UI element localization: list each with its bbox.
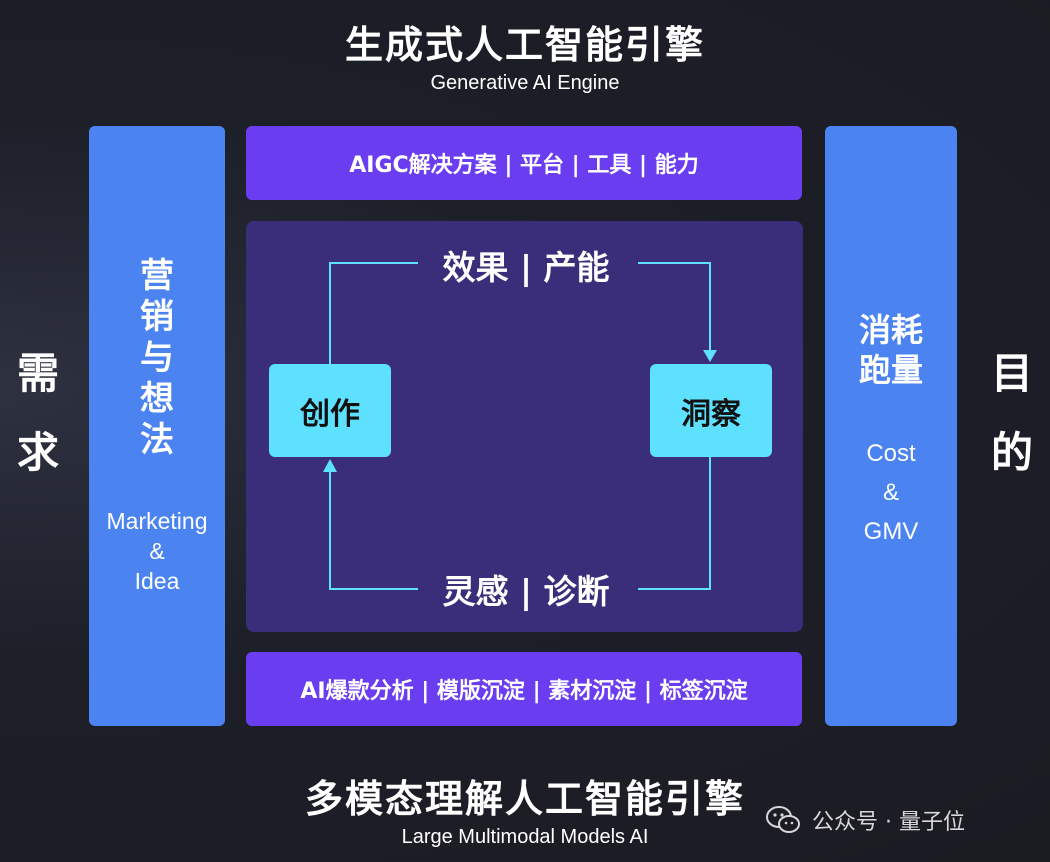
purpose-label: 目 的 [982, 340, 1042, 480]
insight-node: 洞察 [650, 364, 772, 457]
pillar-en-line: GMV [863, 518, 919, 545]
create-node: 创作 [269, 364, 391, 457]
engine-title: 生成式人工智能引擎 [344, 23, 705, 67]
pillar-char: 法 [140, 420, 174, 460]
watermark-text: 公众号 · 量子位 [812, 810, 965, 835]
aigc-solutions-band: AIGC解决方案 | 平台 | 工具 | 能力 [246, 126, 802, 200]
cost-gmv-pillar: 消耗 跑量 Cost & GMV [825, 126, 957, 726]
pillar-en-line: & [882, 479, 899, 506]
pillar-en-line: Cost [866, 440, 916, 467]
pillar-char: 营 [140, 256, 174, 296]
cost-gmv-cn: 消耗 跑量 [825, 310, 957, 390]
loop-line-top-left [329, 262, 418, 364]
loop-line-bottom-right [638, 457, 711, 590]
inspiration-diagnosis-label: 灵感 | 诊断 [442, 572, 610, 611]
marketing-idea-pillar: 营 销 与 想 法 Marketing & Idea [89, 126, 225, 726]
loop-line-bottom-left [329, 470, 418, 590]
pillar-en-line: & [149, 538, 165, 564]
watermark: 公众号 · 量子位 [766, 804, 965, 836]
purpose-char-1: 目 [990, 349, 1033, 398]
pillar-char: 与 [140, 338, 174, 378]
pillar-en-line: Idea [134, 568, 180, 594]
demand-char-2: 求 [16, 428, 59, 477]
arrowhead-down-icon [703, 350, 717, 362]
engine-subtitle: Generative AI Engine [430, 72, 620, 94]
pillar-char: 销 [140, 297, 174, 337]
purpose-char-2: 的 [990, 428, 1033, 477]
ai-analysis-band: AI爆款分析 | 模版沉淀 | 素材沉淀 | 标签沉淀 [246, 652, 802, 726]
pillar-char: 想 [140, 379, 174, 419]
marketing-idea-cn: 营 销 与 想 法 [89, 256, 225, 461]
multimodal-engine-title: 多模态理解人工智能引擎 [304, 777, 745, 821]
effect-capacity-label: 效果 | 产能 [442, 248, 610, 287]
demand-char-1: 需 [16, 349, 59, 398]
arrowhead-up-icon [323, 459, 337, 472]
loop-line-top-right [638, 262, 711, 352]
pillar-cn-line: 消耗 [858, 311, 923, 349]
pillar-en-line: Marketing [106, 508, 208, 534]
pillar-cn-line: 跑量 [858, 351, 923, 389]
wechat-icon [766, 806, 800, 833]
cost-gmv-en: Cost & GMV [825, 434, 957, 551]
demand-label: 需 求 [8, 340, 68, 480]
marketing-idea-en: Marketing & Idea [89, 506, 225, 596]
multimodal-engine-subtitle: Large Multimodal Models AI [401, 826, 649, 848]
